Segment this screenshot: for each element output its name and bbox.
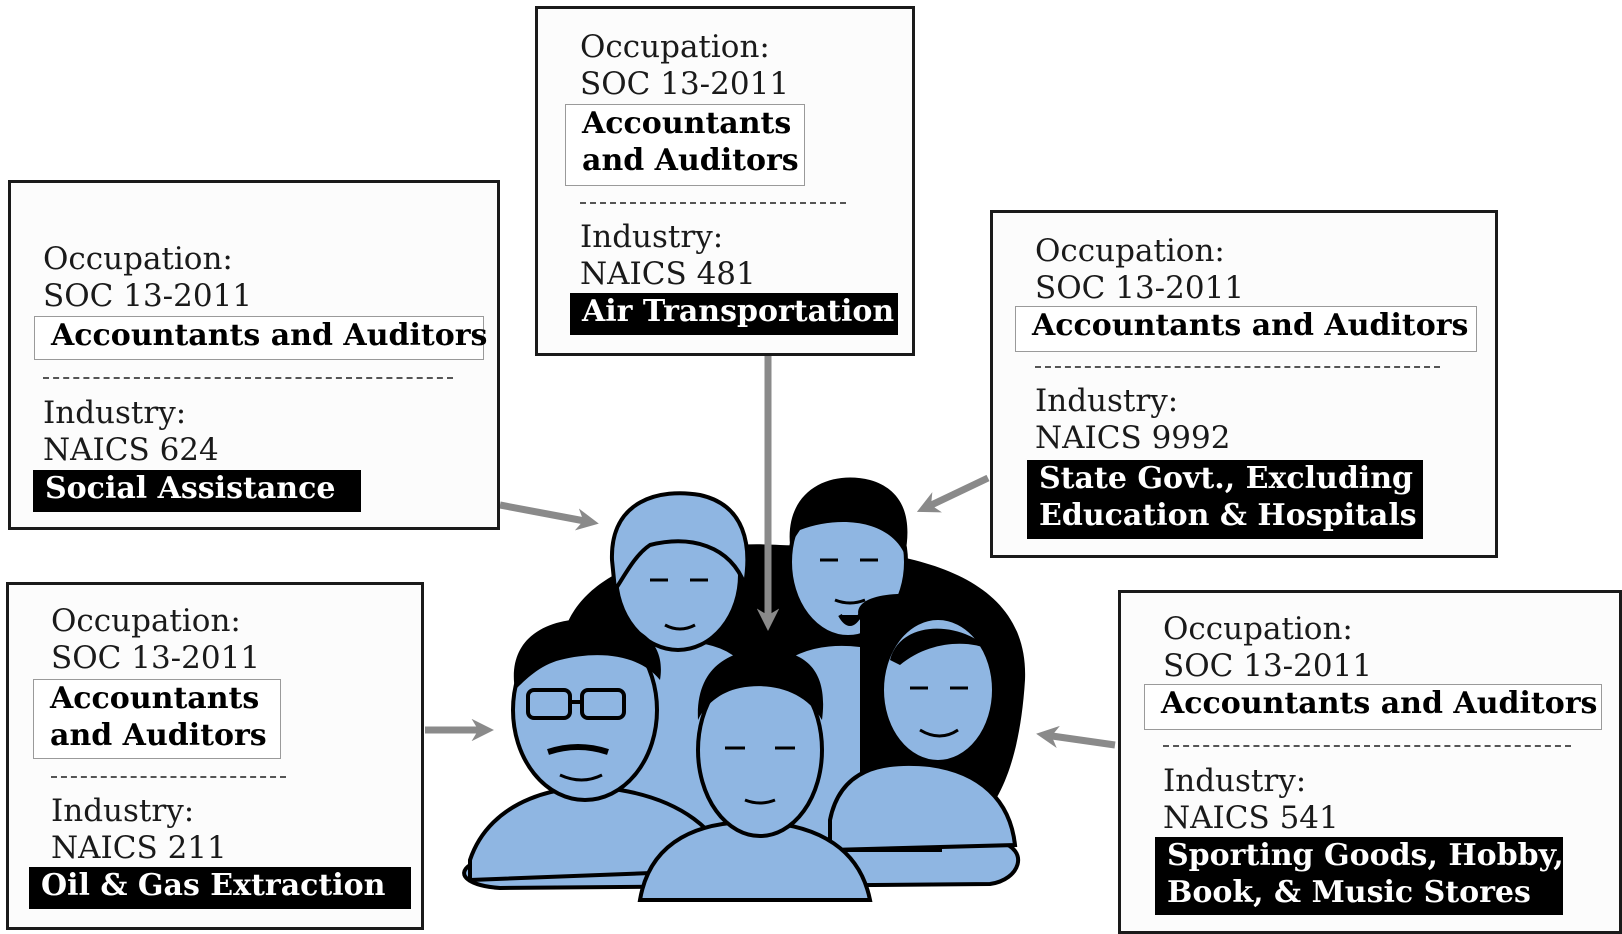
- occupation-title-line: and Auditors: [582, 143, 799, 178]
- occupation-label: Occupation:: [1035, 233, 1225, 269]
- naics-code: NAICS 481: [580, 256, 756, 292]
- classification-box-social-assistance: Occupation: SOC 13-2011 Accountants and …: [8, 180, 500, 530]
- arrow-from-right-lower: [1036, 725, 1116, 749]
- soc-code: SOC 13-2011: [1035, 270, 1245, 306]
- separator: [51, 776, 286, 778]
- separator: [1163, 745, 1571, 747]
- industry-title: Oil & Gas Extraction: [29, 867, 411, 909]
- industry-label: Industry:: [1163, 763, 1307, 799]
- industry-title-line: State Govt., Excluding: [1039, 461, 1413, 496]
- occupation-label: Occupation:: [1163, 611, 1353, 647]
- occupation-label: Occupation:: [580, 29, 770, 65]
- classification-box-sporting-goods: Occupation: SOC 13-2011 Accountants and …: [1118, 590, 1622, 934]
- industry-title: Air Transportation: [570, 293, 898, 335]
- occupation-label: Occupation:: [43, 241, 233, 277]
- occupation-title-line: and Auditors: [50, 718, 267, 753]
- industry-title: Sporting Goods, Hobby, Book, & Music Sto…: [1155, 837, 1564, 915]
- occupation-title-line: Accountants and Auditors: [1161, 686, 1598, 721]
- occupation-title-line: Accountants and Auditors: [51, 318, 488, 353]
- occupation-label: Occupation:: [51, 603, 241, 639]
- group-of-people-illustration: [462, 477, 1026, 902]
- person-right: [828, 593, 1018, 853]
- industry-label: Industry:: [580, 219, 724, 255]
- naics-code: NAICS 211: [51, 830, 227, 866]
- occupation-title: Accountants and Auditors: [34, 316, 488, 360]
- industry-label: Industry:: [51, 793, 195, 829]
- arrows: [425, 355, 1116, 749]
- occupation-title: Accountants and Auditors: [565, 104, 805, 186]
- soc-code: SOC 13-2011: [43, 278, 253, 314]
- occupation-title: Accountants and Auditors: [1144, 684, 1602, 730]
- separator: [43, 377, 453, 379]
- soc-code: SOC 13-2011: [1163, 648, 1373, 684]
- industry-title-line: Education & Hospitals: [1039, 498, 1417, 533]
- industry-label: Industry:: [1035, 383, 1179, 419]
- classification-box-air-transportation: Occupation: SOC 13-2011 Accountants and …: [535, 6, 915, 356]
- occupation-title: Accountants and Auditors: [1015, 306, 1477, 352]
- occupation-title-line: Accountants: [50, 681, 260, 716]
- occupation-title: Accountants and Auditors: [33, 679, 281, 759]
- industry-title-line: Book, & Music Stores: [1167, 875, 1531, 910]
- separator: [580, 202, 846, 204]
- industry-title: Social Assistance: [33, 470, 361, 512]
- person-center-front: [637, 649, 873, 902]
- naics-code: NAICS 9992: [1035, 420, 1231, 456]
- arrow-from-left-upper: [499, 501, 599, 531]
- classification-box-oil-gas-extraction: Occupation: SOC 13-2011 Accountants and …: [6, 582, 424, 930]
- separator: [1035, 366, 1440, 368]
- soc-code: SOC 13-2011: [51, 640, 261, 676]
- industry-title: State Govt., Excluding Education & Hospi…: [1027, 460, 1423, 539]
- occupation-title-line: Accountants and Auditors: [1032, 308, 1469, 343]
- naics-code: NAICS 624: [43, 432, 219, 468]
- industry-label: Industry:: [43, 395, 187, 431]
- arrow-from-right-upper: [916, 474, 990, 513]
- soc-code: SOC 13-2011: [580, 66, 790, 102]
- classification-box-state-government: Occupation: SOC 13-2011 Accountants and …: [990, 210, 1498, 558]
- industry-title-line: Sporting Goods, Hobby,: [1167, 838, 1564, 873]
- occupation-title-line: Accountants: [582, 106, 792, 141]
- naics-code: NAICS 541: [1163, 800, 1339, 836]
